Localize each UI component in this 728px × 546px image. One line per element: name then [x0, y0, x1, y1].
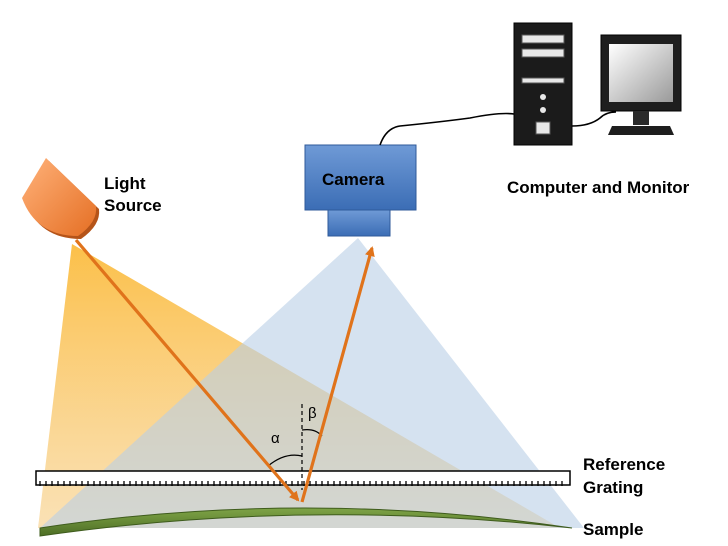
reference-grating-label-line1: Reference	[583, 455, 665, 474]
monitor-cable	[571, 111, 617, 127]
sample-label: Sample	[583, 520, 643, 539]
computer-monitor-label: Computer and Monitor	[507, 178, 690, 197]
lamp-icon	[22, 158, 100, 239]
incident-ray	[74, 238, 300, 502]
light-source-label-line1: Light	[104, 174, 146, 193]
camera-label: Camera	[322, 170, 385, 189]
reference-grating-label-line2: Grating	[583, 478, 643, 497]
camera-icon	[304, 144, 417, 237]
light-source-label-line2: Source	[104, 196, 162, 215]
reflected-ray	[300, 246, 375, 503]
sample-surface	[39, 507, 573, 537]
beta-label: β	[308, 405, 317, 422]
computer-tower-icon	[513, 22, 573, 146]
reference-grating	[35, 470, 571, 486]
alpha-label: α	[271, 430, 280, 447]
camera-cable	[379, 112, 515, 146]
monitor-icon	[600, 34, 682, 135]
alpha-arc	[267, 454, 303, 467]
camera-cone	[40, 238, 584, 528]
